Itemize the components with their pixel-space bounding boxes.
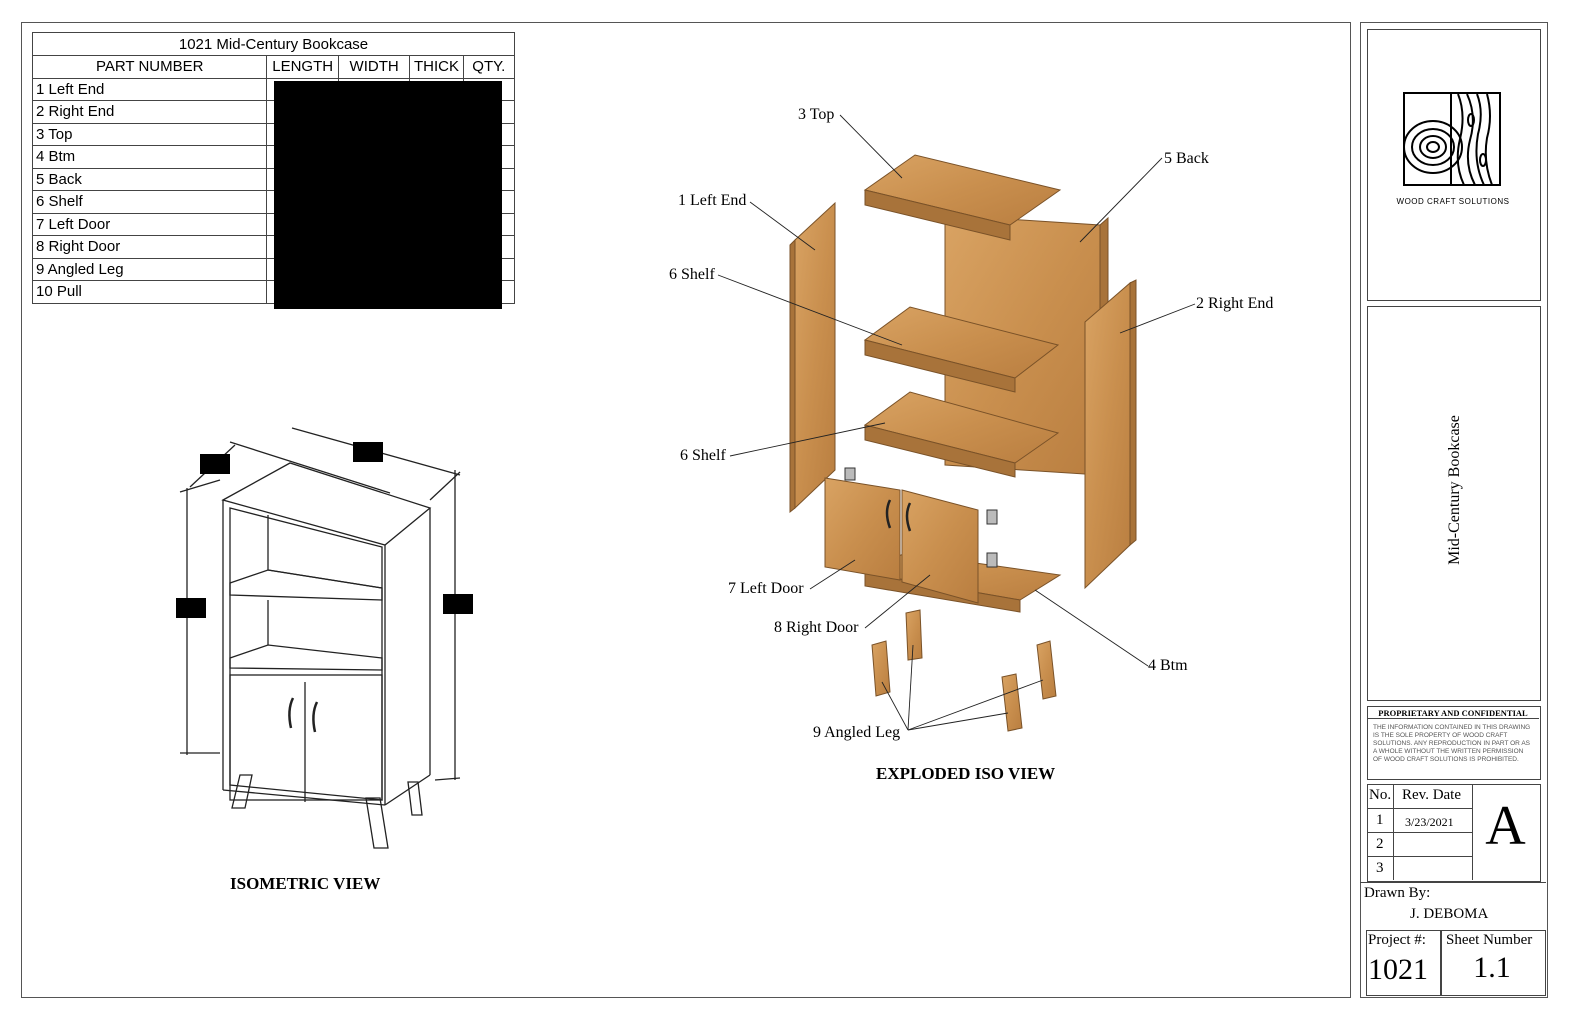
sheet-number: 1.1 [1473,951,1511,984]
title-block-frame [1360,22,1548,998]
exploded-view-drawing [717,114,1196,732]
col-header-qty: QTY. [462,55,516,79]
callout-right-end: 2 Right End [1196,295,1274,312]
project-box [1366,930,1442,996]
callout-left-end: 1 Left End [678,192,747,209]
drawing-frame [21,22,1351,998]
rev-no: 1 [1376,812,1384,828]
part-name: 10 Pull [31,280,268,304]
col-header-length: LENGTH [266,55,339,79]
callout-shelf-lower: 6 Shelf [680,447,726,464]
callout-shelf-upper: 6 Shelf [669,266,715,283]
rev-header-no: No. [1369,787,1392,803]
drawing-title-box [1367,306,1541,701]
parts-table-title: 1021 Mid-Century Bookcase [32,32,515,56]
callout-top: 3 Top [798,106,835,123]
col-header-thick: THICK [409,55,464,79]
drawn-by-label: Drawn By: [1364,885,1431,901]
callout-left-door: 7 Left Door [728,580,804,597]
revision-letter: A [1485,795,1526,857]
project-number: 1021 [1368,953,1428,986]
sheet-box [1440,930,1546,996]
rev-header-date: Rev. Date [1402,787,1462,803]
part-name: 4 Btm [31,145,268,169]
logo-text: WOOD CRAFT SOLUTIONS [1396,197,1510,206]
col-header-part-number: PART NUMBER [31,55,268,79]
part-name: 2 Right End [31,100,268,124]
rev-date: 3/23/2021 [1405,815,1454,829]
part-name: 6 Shelf [31,190,268,214]
part-name: 1 Left End [31,77,268,101]
drawn-by-name: J. DEBOMA [1410,906,1489,922]
col-header-width: WIDTH [337,55,411,79]
part-name: 8 Right Door [31,235,268,259]
isometric-view-title: ISOMETRIC VIEW [230,874,381,893]
logo-box [1367,29,1541,301]
drawing-title: Mid-Century Bookcase [1446,415,1463,565]
proprietary-box [1367,706,1541,780]
rev-no: 3 [1376,860,1384,876]
callout-back: 5 Back [1164,150,1209,167]
revision-table [1367,784,1541,882]
part-name: 7 Left Door [31,212,268,236]
rev-no: 2 [1376,836,1384,852]
callout-btm: 4 Btm [1148,657,1188,674]
proprietary-text: THE INFORMATION CONTAINED IN THIS DRAWIN… [1373,724,1531,763]
sheet-label: Sheet Number [1446,932,1533,948]
wood-grain-logo-icon [1403,92,1501,186]
exploded-view-title: EXPLODED ISO VIEW [876,764,1056,783]
part-name: 9 Angled Leg [31,257,268,281]
project-label: Project #: [1368,932,1426,948]
callout-angled-leg: 9 Angled Leg [813,724,901,741]
proprietary-heading: PROPRIETARY AND CONFIDENTIAL [1367,708,1539,719]
isometric-view-drawing [176,427,473,849]
part-name: 5 Back [31,167,268,191]
redacted-dimensions-block [274,81,502,309]
callout-right-door: 8 Right Door [774,619,859,636]
part-name: 3 Top [31,122,268,146]
